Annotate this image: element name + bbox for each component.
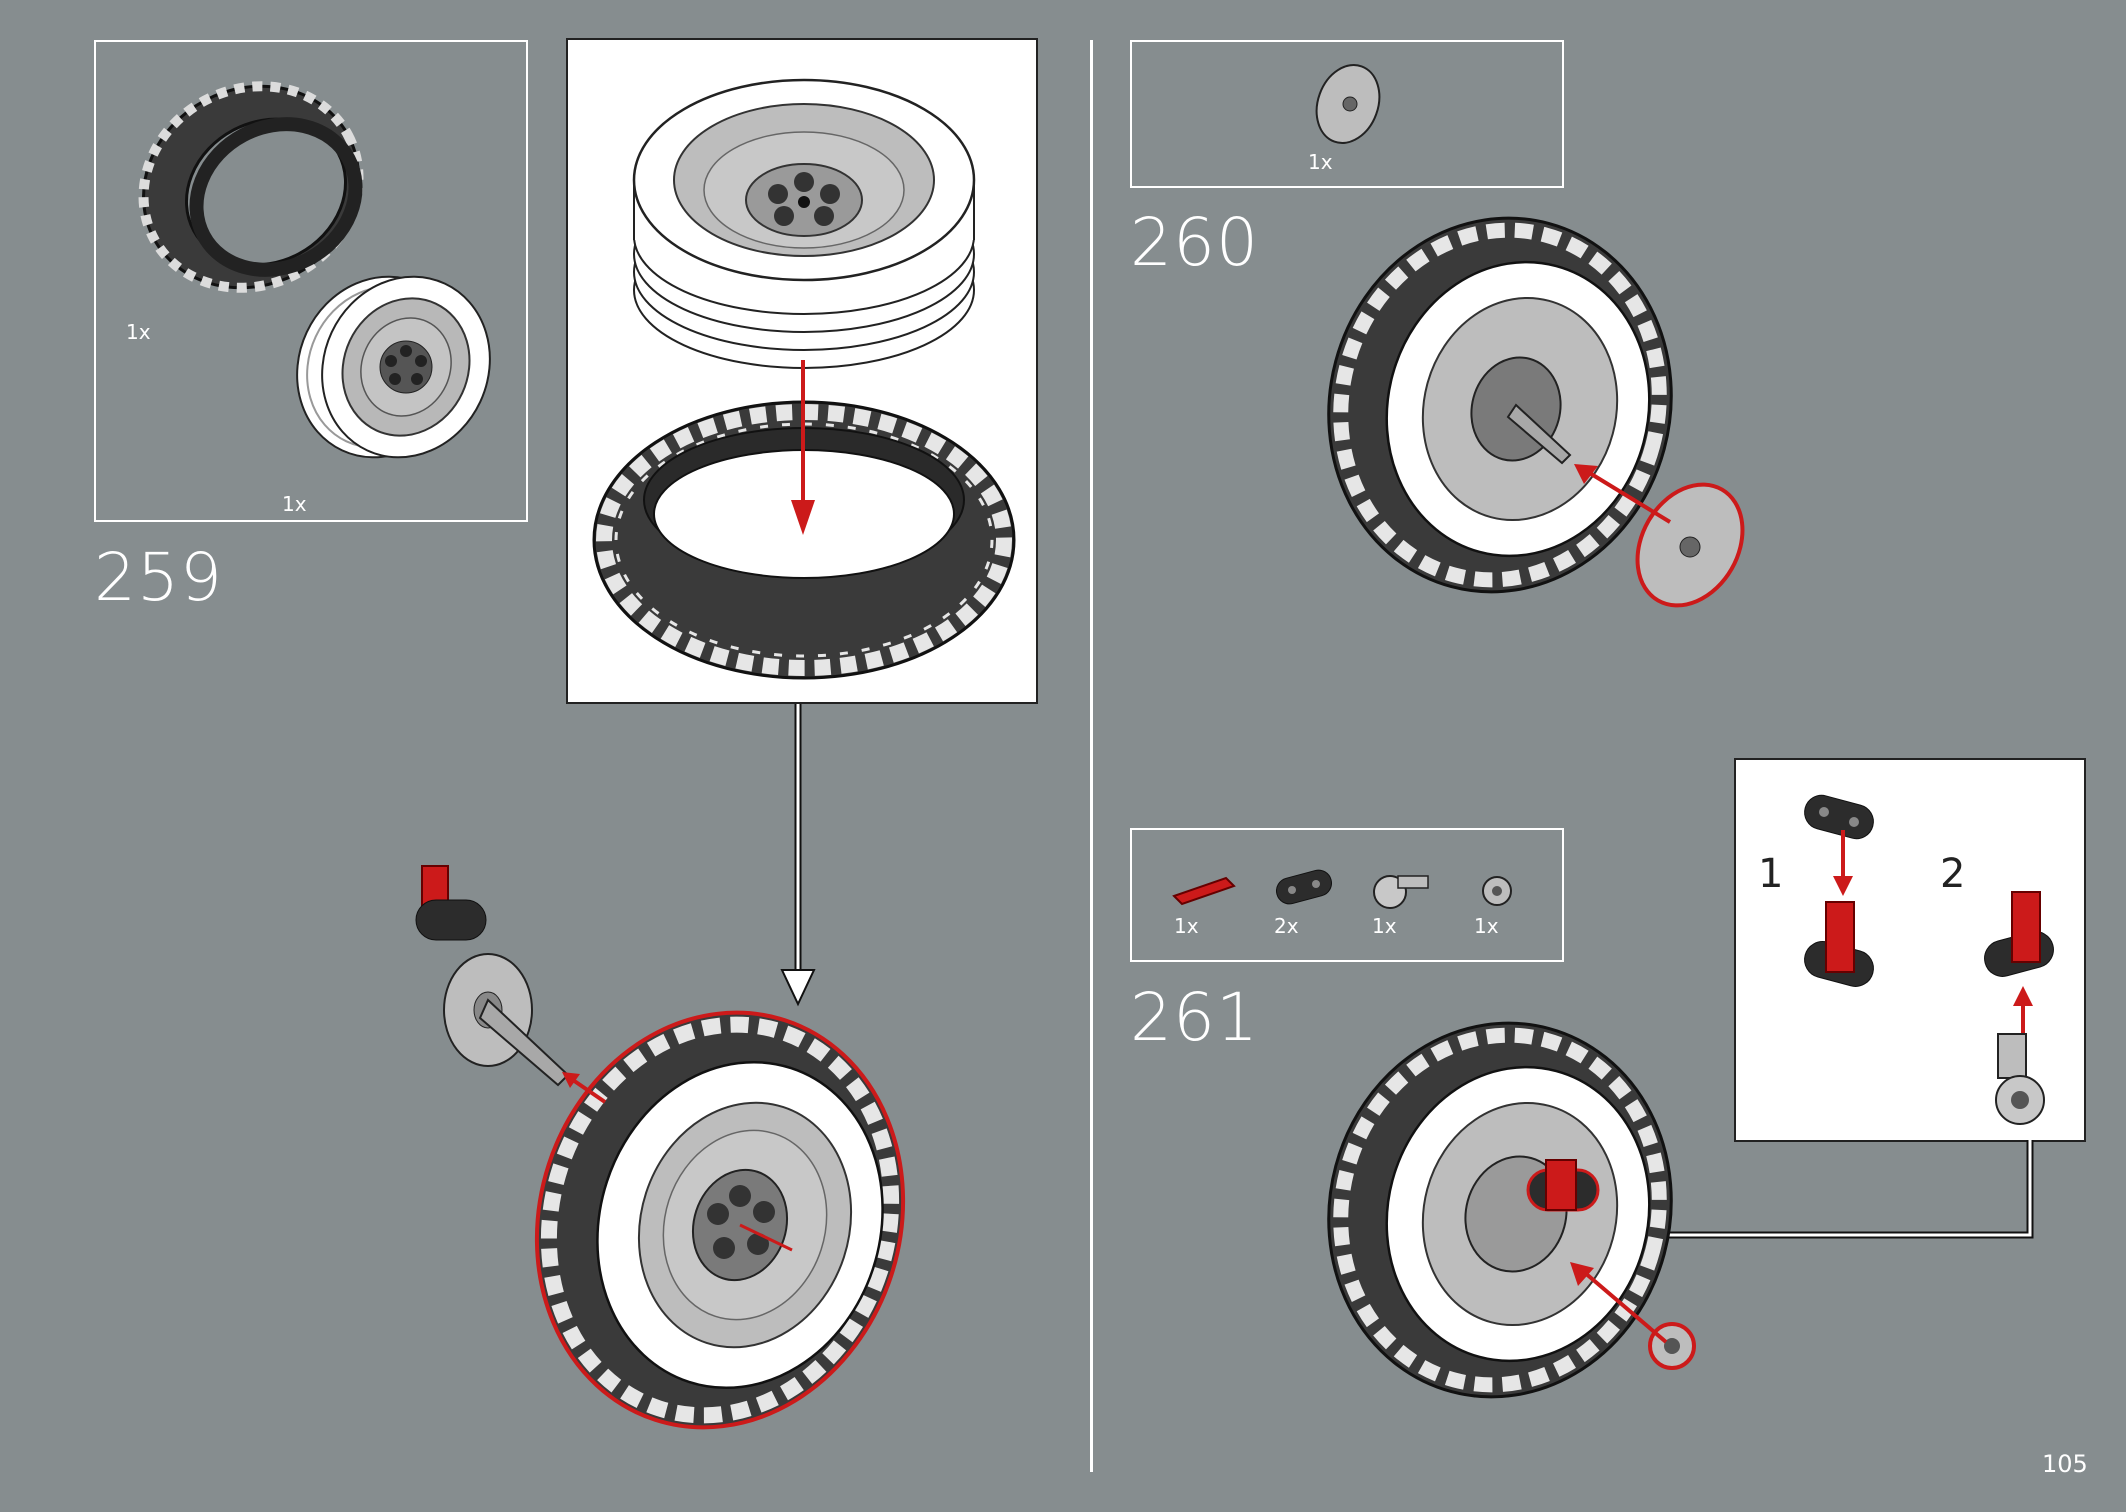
- insert-arrow: [562, 1072, 607, 1104]
- step-number-259: 259: [94, 539, 223, 616]
- axle-beam-subassembly-icon: [1804, 901, 1874, 987]
- assembled-wheel-icon: [534, 1010, 906, 1430]
- parts-callout-260: 1x: [1130, 40, 1564, 188]
- page-divider: [1090, 40, 1093, 1472]
- substeps-panel-261: 1 2: [1734, 758, 2086, 1142]
- callout-connector-arrow: [780, 704, 816, 1007]
- subassembly-panel-tire-rim: [566, 38, 1038, 704]
- insert-arrow: [1574, 464, 1672, 524]
- part-quantity: 1x: [1308, 150, 1333, 174]
- beam-link-icon: [1804, 794, 1874, 840]
- sub-step-number-2: 2: [1940, 851, 1966, 897]
- part-quantity: 1x: [1372, 914, 1397, 938]
- part-quantity: 2x: [1274, 914, 1299, 938]
- axle-beam-subassembly-icon: [1984, 891, 2054, 977]
- insert-arrow: [1570, 1262, 1668, 1344]
- part-quantity: 1x: [282, 492, 307, 516]
- beam-link-icon: [1276, 869, 1332, 905]
- bush-icon: [1482, 876, 1512, 906]
- insert-arrow: [791, 360, 815, 535]
- hub-cap-disc-icon: [1635, 482, 1745, 608]
- sub-step-number-1: 1: [1758, 851, 1784, 897]
- part-quantity: 1x: [126, 320, 151, 344]
- page-number: 105: [2042, 1450, 2088, 1478]
- tire-icon: [138, 81, 364, 293]
- hub-cap-disc-icon: [1315, 64, 1381, 144]
- axle-red-icon: [1172, 876, 1236, 906]
- parts-callout-259: 1x 1x: [94, 40, 528, 522]
- axle-connector-icon: [1995, 1033, 2045, 1125]
- part-quantity: 1x: [1174, 914, 1199, 938]
- part-quantity: 1x: [1474, 914, 1499, 938]
- assembled-wheel-icon: [1327, 1021, 1673, 1399]
- wheel-rim-icon: [632, 78, 976, 369]
- insert-arrow: [1833, 830, 1853, 896]
- wheel-rim-icon: [296, 275, 491, 459]
- bush-icon: [1648, 1322, 1696, 1370]
- axle-hub-subassembly-icon: [415, 865, 570, 1087]
- parts-callout-261: 1x 2x 1x 1x: [1130, 828, 1564, 962]
- step-number-260: 260: [1130, 204, 1259, 281]
- axle-connector-icon: [1373, 875, 1429, 909]
- step-number-261: 261: [1130, 979, 1259, 1056]
